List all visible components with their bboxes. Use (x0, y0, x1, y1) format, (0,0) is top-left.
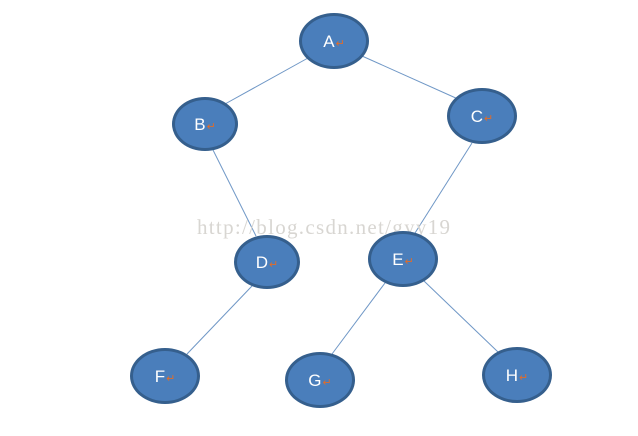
node-e[interactable]: E↵ (368, 231, 438, 287)
node-label-h: H (505, 365, 519, 385)
node-label-d: D (255, 252, 269, 272)
paragraph-mark-icon: ↵ (269, 258, 279, 271)
paragraph-mark-icon: ↵ (484, 112, 494, 125)
paragraph-mark-icon: ↵ (166, 372, 176, 385)
node-c[interactable]: C↵ (447, 88, 517, 144)
node-label-c: C (470, 106, 484, 126)
paragraph-mark-icon: ↵ (519, 371, 529, 384)
paragraph-mark-icon: ↵ (206, 120, 216, 133)
node-a[interactable]: A↵ (299, 13, 369, 69)
paragraph-mark-icon: ↵ (335, 37, 345, 50)
edge-d-f (186, 285, 253, 355)
node-label-g: G (308, 370, 322, 390)
edge-c-e (414, 142, 473, 234)
node-g[interactable]: G↵ (285, 352, 355, 408)
node-f[interactable]: F↵ (130, 348, 200, 404)
edge-a-c (361, 55, 459, 100)
node-b[interactable]: B↵ (172, 97, 238, 151)
node-h[interactable]: H↵ (482, 347, 552, 403)
edge-b-d (212, 149, 257, 237)
edge-e-g (331, 282, 386, 355)
node-label-a: A (323, 31, 335, 51)
edge-e-h (423, 280, 499, 353)
edge-a-b (224, 57, 309, 105)
paragraph-mark-icon: ↵ (322, 376, 332, 389)
node-label-e: E (392, 249, 404, 269)
node-label-b: B (194, 114, 206, 134)
node-d[interactable]: D↵ (234, 235, 300, 289)
node-label-f: F (154, 366, 166, 386)
paragraph-mark-icon: ↵ (404, 255, 414, 268)
